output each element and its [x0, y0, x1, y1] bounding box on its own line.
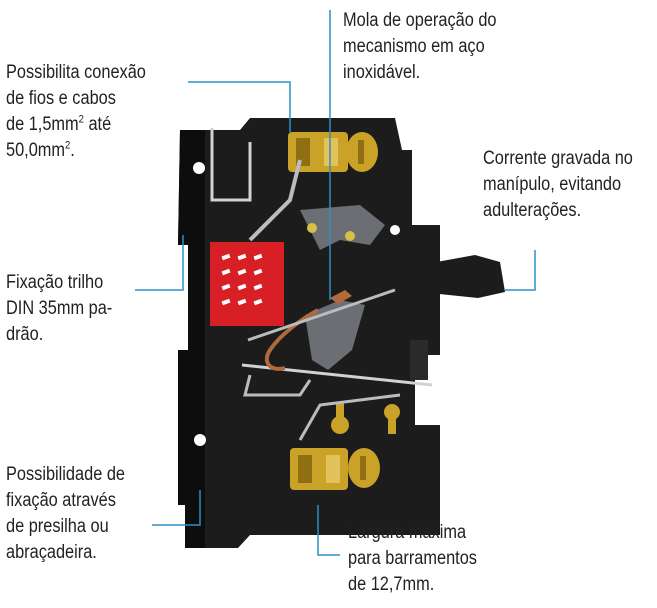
- leader-line-din-rail: [135, 235, 184, 291]
- label-clip-fixing-line-4: abraçadeira.: [6, 542, 97, 563]
- label-spring-line-2: mecanismo em aço: [343, 36, 485, 57]
- label-spring: Mola de operação do mecanismo em aço ino…: [343, 8, 497, 86]
- leader-line-busbar-width: [317, 505, 340, 556]
- stainless-spring: [264, 308, 319, 371]
- label-busbar-width-line-2: para barramentos: [348, 548, 477, 569]
- bottom-terminal-brass: [290, 403, 400, 490]
- arc-chute-red-block: [210, 242, 284, 326]
- mounting-hole-mid: [390, 225, 400, 235]
- label-wire-connection-line-4-pre: 50,0mm: [6, 140, 66, 161]
- label-clip-fixing-line-2: fixação através: [6, 490, 116, 511]
- label-clip-fixing: Possibilidade de fixação através de pres…: [6, 462, 125, 566]
- label-wire-connection-line-2: de fios e cabos: [6, 88, 116, 109]
- leader-line-engraved-current: [505, 250, 536, 291]
- label-din-rail-line-2: DIN 35mm pa-: [6, 298, 113, 319]
- label-wire-connection-line-3-post: até: [83, 114, 112, 135]
- label-engraved-current-line-2: manípulo, evitando: [483, 174, 622, 195]
- label-wire-connection-line-4-sup: 2: [65, 139, 71, 152]
- label-wire-connection-line-1: Possibilita conexão: [6, 62, 146, 83]
- label-busbar-width: Largura máxima para barramentos de 12,7m…: [348, 520, 477, 598]
- housing-cut-line: [210, 128, 252, 202]
- operating-handle: [420, 255, 505, 298]
- spring-coil: [330, 290, 352, 304]
- label-din-rail-line-3: drão.: [6, 324, 44, 345]
- upper-contact-arm: [248, 159, 302, 242]
- label-busbar-width-line-3: de 12,7mm.: [348, 574, 435, 595]
- housing-left-shade: [178, 130, 205, 548]
- top-terminal-brass: [288, 132, 378, 172]
- pivot-pin-2: [345, 231, 355, 241]
- label-wire-connection-line-3-sup: 2: [78, 113, 84, 126]
- label-clip-fixing-line-3: de presilha ou: [6, 516, 109, 537]
- leader-line-wire-connection: [188, 81, 291, 132]
- label-wire-connection-line-4: 50,0mm2.: [6, 138, 146, 164]
- label-wire-connection-line-3-pre: de 1,5mm: [6, 114, 79, 135]
- latch-lever: [300, 205, 385, 250]
- moving-contact: [305, 300, 365, 370]
- label-spring-line-1: Mola de operação do: [343, 10, 497, 31]
- bimetal-strip: [243, 374, 312, 397]
- label-wire-connection: Possibilita conexão de fios e cabos de 1…: [6, 60, 146, 164]
- label-clip-fixing-line-1: Possibilidade de: [6, 464, 126, 485]
- label-din-rail-line-1: Fixação trilho: [6, 272, 104, 293]
- leader-line-clip-fixing: [152, 490, 201, 526]
- contact-rail: [247, 288, 396, 342]
- pivot-pin-1: [307, 223, 317, 233]
- label-wire-connection-line-3: de 1,5mm2 até: [6, 112, 146, 138]
- label-engraved-current-line-1: Corrente gravada no: [483, 148, 633, 169]
- label-engraved-current: Corrente gravada no manípulo, evitando a…: [483, 146, 633, 224]
- label-din-rail: Fixação trilho DIN 35mm pa- drão.: [6, 270, 112, 348]
- mounting-hole-top: [193, 162, 205, 174]
- lower-contact-arm: [298, 393, 401, 441]
- label-engraved-current-line-3: adulterações.: [483, 200, 582, 221]
- label-busbar-width-line-1: Largura máxima: [348, 522, 467, 543]
- label-wire-connection-line-4-post: .: [70, 140, 75, 161]
- mounting-hole-bottom: [194, 434, 206, 446]
- coil-block: [410, 340, 428, 380]
- label-spring-line-3: inoxidável.: [343, 62, 421, 83]
